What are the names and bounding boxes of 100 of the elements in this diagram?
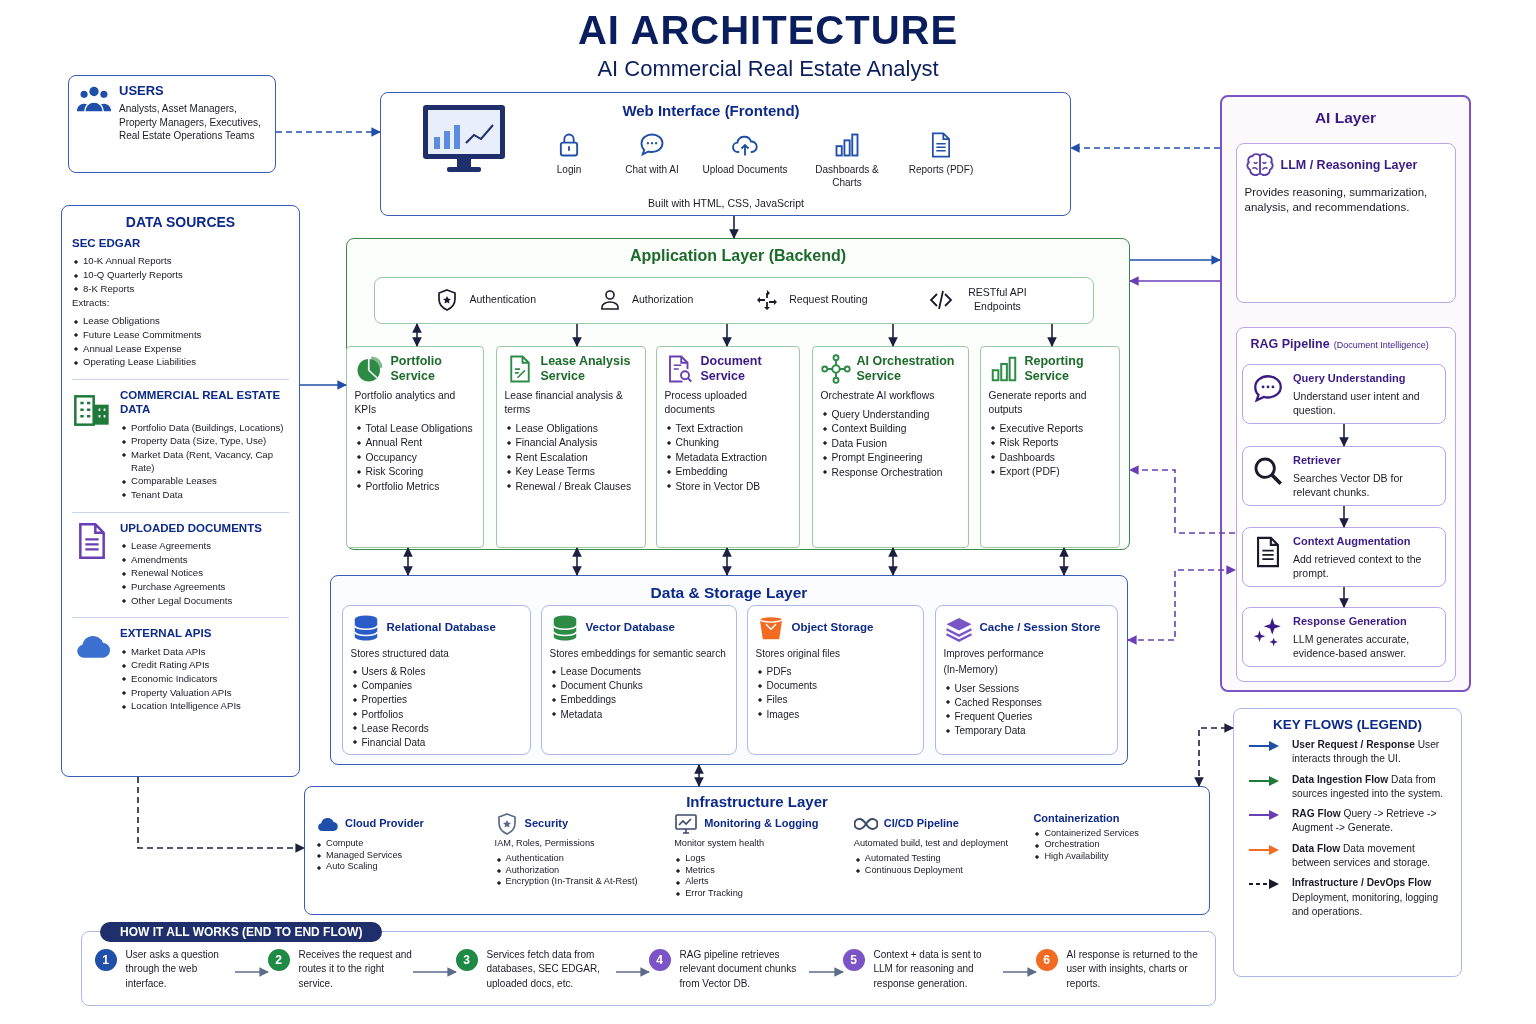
component-card [811, 345, 969, 548]
footer-note: Built with HTML, CSS, JavaScript [647, 197, 805, 209]
component-card [979, 345, 1120, 548]
section-heading: COMMERCIAL REAL ESTATE DATA [120, 387, 282, 417]
description-text: LLM generates accurate, evidence-based answer. [1293, 631, 1411, 661]
component-card [1242, 446, 1446, 506]
arrow [1002, 967, 1037, 977]
description-text: Stores original files [755, 646, 841, 660]
panel-title: Web Interface (Frontend) [621, 102, 801, 119]
section-heading: Monitoring & Logging [704, 817, 819, 831]
legend-panel [1233, 708, 1462, 977]
pipeline-title: RAG Pipeline [1250, 336, 1330, 351]
arrow [412, 323, 422, 347]
layer-title: AI Layer [1313, 109, 1378, 127]
description-text: Portfolio analytics and KPIs [354, 388, 457, 417]
section-tab: HOW IT ALL WORKS (END TO END FLOW) [100, 922, 383, 942]
legend-title: KEY FLOWS (LEGEND) [1272, 717, 1423, 732]
bullet-item: Total Lease Obligations [354, 421, 475, 436]
feature-label: Request Routing [789, 293, 868, 307]
step-number-badge: 6 [1035, 948, 1058, 971]
description-text: Monitor system health [674, 837, 766, 850]
arrow [1339, 423, 1349, 447]
arrow [234, 967, 269, 977]
layer-title: Application Layer (Backend) [628, 247, 847, 265]
arrow [722, 323, 732, 347]
component-card [746, 604, 924, 755]
section-heading: Response Generation [1293, 615, 1408, 629]
feature-label: Upload Documents [702, 163, 788, 176]
section-heading: Vector Database [585, 620, 675, 635]
section-heading: Security [524, 817, 568, 831]
feature-label: Dashboards & Charts [814, 163, 880, 189]
layer-container [1220, 95, 1471, 692]
section-title: DATA SOURCES [124, 214, 237, 230]
arrow [808, 967, 844, 977]
arrow [137, 776, 305, 853]
arrow [615, 967, 650, 977]
subtitle: AI Commercial Real Estate Analyst [596, 56, 940, 82]
feature-label: Chat with AI [625, 163, 679, 176]
component-card [1242, 607, 1446, 667]
arrow [1059, 547, 1069, 576]
layer-panel [61, 205, 300, 777]
cross-cutting-bar [373, 276, 1094, 324]
arrow [412, 967, 457, 977]
description-text: Improves performance [943, 646, 1045, 660]
layer-title: Data & Storage Layer [649, 584, 809, 602]
arrow [275, 127, 381, 137]
frontend-panel [380, 92, 1071, 216]
arrow [1129, 255, 1221, 265]
description-text: Generate reports and outputs [988, 388, 1088, 417]
description-text: Orchestrate AI workflows [820, 388, 936, 403]
step-number-badge: 2 [267, 948, 290, 971]
step-number-badge: 5 [842, 948, 865, 971]
legend-text: User Request / Response User interacts through the UI. [1292, 738, 1441, 767]
legend-text: RAG Flow Query -> Retrieve -> Augment -> Generate. [1292, 807, 1438, 836]
arrow [1127, 565, 1236, 645]
section-heading: USERS [119, 83, 165, 100]
component-card [1235, 142, 1456, 303]
component-card [341, 604, 531, 755]
arrow [888, 547, 898, 576]
section-heading: Retriever [1293, 454, 1342, 468]
section-heading: SEC EDGAR [72, 236, 142, 251]
section-heading: Object Storage [791, 620, 874, 635]
section-title: Infrastructure Layer [685, 793, 829, 810]
description-text: Analysts, Asset Managers, Property Managers, Executives, Real Estate Operations Teams [119, 102, 262, 143]
section-heading: CI/CD Pipeline [883, 817, 959, 831]
component-card [540, 604, 737, 755]
step-number-badge: 3 [455, 948, 478, 971]
component-card [934, 604, 1118, 755]
arrow [572, 323, 582, 347]
legend-text: Infrastructure / DevOps Flow Deployment, monitoring, logging and operations. [1292, 876, 1440, 919]
description-text: Stores structured data [350, 646, 450, 660]
section-heading: Cache / Session Store [979, 620, 1101, 635]
arrow [1070, 143, 1221, 153]
step-description: User asks a question through the web interface. [125, 947, 220, 991]
arrow [729, 215, 739, 239]
description-text: Lease financial analysis & terms [504, 388, 624, 417]
section-heading: Reporting Service [1024, 353, 1085, 385]
section-heading: Portfolio Service [390, 353, 443, 385]
arrow [1129, 276, 1221, 286]
description-text: Extracts: [72, 297, 111, 311]
arrow [722, 547, 732, 576]
feature-label: Authorization [632, 293, 694, 307]
feature-label: RESTful API Endpoints [967, 286, 1028, 314]
diagram-title: AI ARCHITECTURE [576, 8, 960, 53]
legend-text: Data Flow Data movement between services and storage. [1292, 841, 1432, 870]
legend-text: Data Ingestion Flow Data from sources ingested into the system. [1292, 772, 1445, 801]
arrow [694, 764, 704, 787]
section-heading: Relational Database [386, 620, 496, 635]
section-heading: UPLOADED DOCUMENTS [120, 520, 263, 535]
pipeline-subtitle: (Document Intelligence) [1333, 339, 1429, 350]
component-card [1242, 527, 1446, 587]
section-heading: Context Augmentation [1293, 535, 1412, 549]
description-text: IAM, Roles, Permissions [494, 837, 596, 850]
pipeline-container [1235, 326, 1456, 682]
section-heading: Containerization [1033, 812, 1120, 826]
feature-label: Reports (PDF) [908, 163, 974, 176]
description-text: Searches Vector DB for relevant chunks. [1293, 470, 1404, 500]
component-card [655, 345, 800, 548]
section-heading: LLM / Reasoning Layer [1280, 157, 1418, 174]
arrow [1339, 586, 1349, 608]
